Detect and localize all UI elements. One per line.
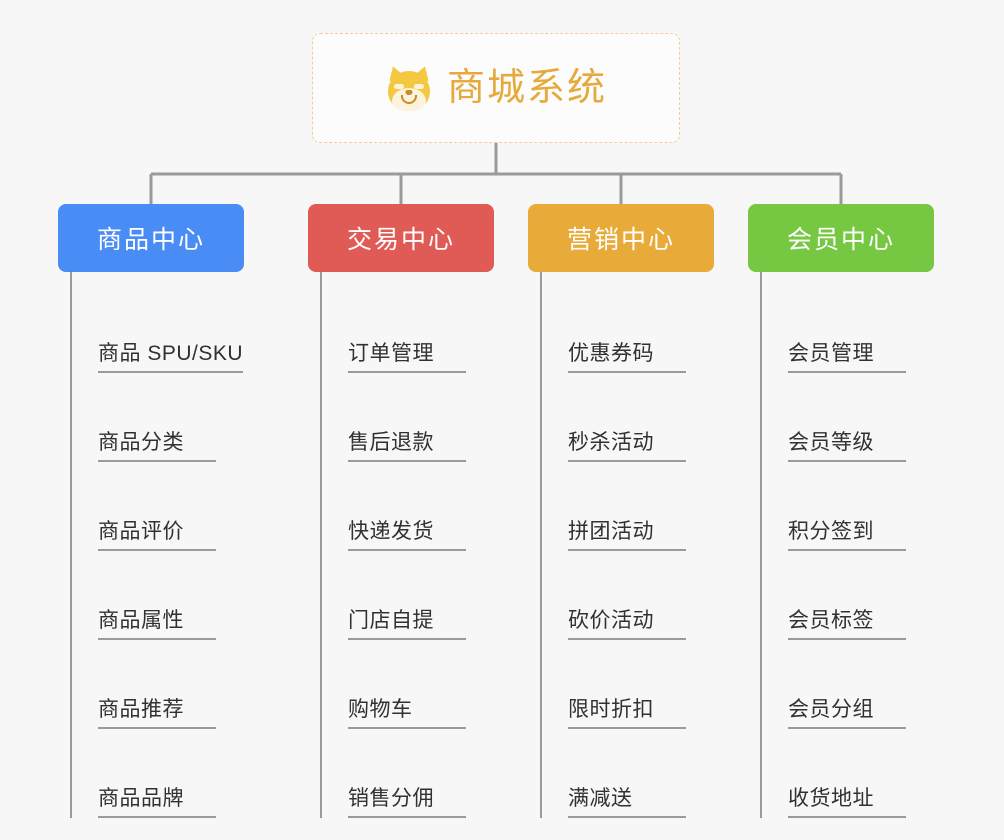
branch-label: 营销中心 [566, 226, 675, 254]
branch-marketing-center: 营销中心 优惠券码 秒杀活动 拼团活动 砍价活动 限时折扣 满减送 [528, 204, 714, 818]
branch-label: 商品中心 [96, 226, 205, 254]
shiba-nose-icon [405, 90, 413, 95]
list-item[interactable]: 订单管理 [322, 284, 494, 373]
shiba-eye-right-icon [413, 84, 424, 89]
leaf-label: 商品评价 [98, 519, 216, 551]
leaf-label: 订单管理 [348, 341, 466, 373]
list-item[interactable]: 会员分组 [762, 640, 934, 729]
list-item[interactable]: 商品品牌 [72, 729, 244, 818]
leaf-label: 优惠券码 [568, 341, 686, 373]
list-item[interactable]: 快递发货 [322, 462, 494, 551]
shiba-eye-left-icon [393, 84, 404, 89]
leaf-label: 商品分类 [98, 430, 216, 462]
leaf-label: 快递发货 [348, 519, 466, 551]
list-item[interactable]: 商品推荐 [72, 640, 244, 729]
list-item[interactable]: 销售分佣 [322, 729, 494, 818]
leaf-label: 商品推荐 [98, 697, 216, 729]
branch-label: 交易中心 [346, 226, 455, 254]
root-node-shopping-mall-system[interactable]: 商城系统 [312, 33, 680, 143]
list-item[interactable]: 商品分类 [72, 373, 244, 462]
root-node-title: 商城系统 [446, 67, 607, 109]
branch-header-product-center[interactable]: 商品中心 [58, 204, 244, 272]
leaf-label: 秒杀活动 [568, 430, 686, 462]
branch-member-center: 会员中心 会员管理 会员等级 积分签到 会员标签 会员分组 收货地址 [748, 204, 934, 818]
list-item[interactable]: 商品属性 [72, 551, 244, 640]
leaf-label: 拼团活动 [568, 519, 686, 551]
list-item[interactable]: 限时折扣 [542, 640, 714, 729]
list-item[interactable]: 积分签到 [762, 462, 934, 551]
shiba-dog-face-icon [385, 63, 433, 111]
branch-header-transaction-center[interactable]: 交易中心 [308, 204, 494, 272]
leaf-label: 限时折扣 [568, 697, 686, 729]
list-item[interactable]: 砍价活动 [542, 551, 714, 640]
list-item[interactable]: 秒杀活动 [542, 373, 714, 462]
list-item[interactable]: 会员等级 [762, 373, 934, 462]
leaf-label: 砍价活动 [568, 608, 686, 640]
leaf-label: 满减送 [568, 786, 686, 818]
leaf-label: 积分签到 [788, 519, 906, 551]
list-item[interactable]: 会员标签 [762, 551, 934, 640]
leaf-label: 商品 SPU/SKU [98, 341, 244, 373]
list-item[interactable]: 满减送 [542, 729, 714, 818]
leaf-label: 门店自提 [348, 608, 466, 640]
leaf-list-member-center: 会员管理 会员等级 积分签到 会员标签 会员分组 收货地址 [760, 272, 934, 818]
list-item[interactable]: 门店自提 [322, 551, 494, 640]
branch-header-marketing-center[interactable]: 营销中心 [528, 204, 714, 272]
list-item[interactable]: 会员管理 [762, 284, 934, 373]
list-item[interactable]: 售后退款 [322, 373, 494, 462]
list-item[interactable]: 优惠券码 [542, 284, 714, 373]
leaf-label: 收货地址 [788, 786, 906, 818]
leaf-label: 商品属性 [98, 608, 216, 640]
branch-header-member-center[interactable]: 会员中心 [748, 204, 934, 272]
leaf-label: 会员管理 [788, 341, 906, 373]
list-item[interactable]: 购物车 [322, 640, 494, 729]
list-item[interactable]: 商品评价 [72, 462, 244, 551]
leaf-label: 售后退款 [348, 430, 466, 462]
shiba-head-icon [387, 71, 430, 111]
leaf-label: 会员等级 [788, 430, 906, 462]
list-item[interactable]: 商品 SPU/SKU [72, 284, 244, 373]
leaf-label: 商品品牌 [98, 786, 216, 818]
leaf-label: 会员标签 [788, 608, 906, 640]
branch-transaction-center: 交易中心 订单管理 售后退款 快递发货 门店自提 购物车 销售分佣 [308, 204, 494, 818]
leaf-list-transaction-center: 订单管理 售后退款 快递发货 门店自提 购物车 销售分佣 [320, 272, 494, 818]
list-item[interactable]: 拼团活动 [542, 462, 714, 551]
leaf-label: 购物车 [348, 697, 466, 729]
leaf-label: 会员分组 [788, 697, 906, 729]
branch-label: 会员中心 [786, 226, 895, 254]
shiba-mouth-icon [400, 95, 417, 104]
leaf-label: 销售分佣 [348, 786, 466, 818]
leaf-list-marketing-center: 优惠券码 秒杀活动 拼团活动 砍价活动 限时折扣 满减送 [540, 272, 714, 818]
list-item[interactable]: 收货地址 [762, 729, 934, 818]
branch-product-center: 商品中心 商品 SPU/SKU 商品分类 商品评价 商品属性 商品推荐 商品品牌 [58, 204, 244, 818]
leaf-list-product-center: 商品 SPU/SKU 商品分类 商品评价 商品属性 商品推荐 商品品牌 [70, 272, 244, 818]
